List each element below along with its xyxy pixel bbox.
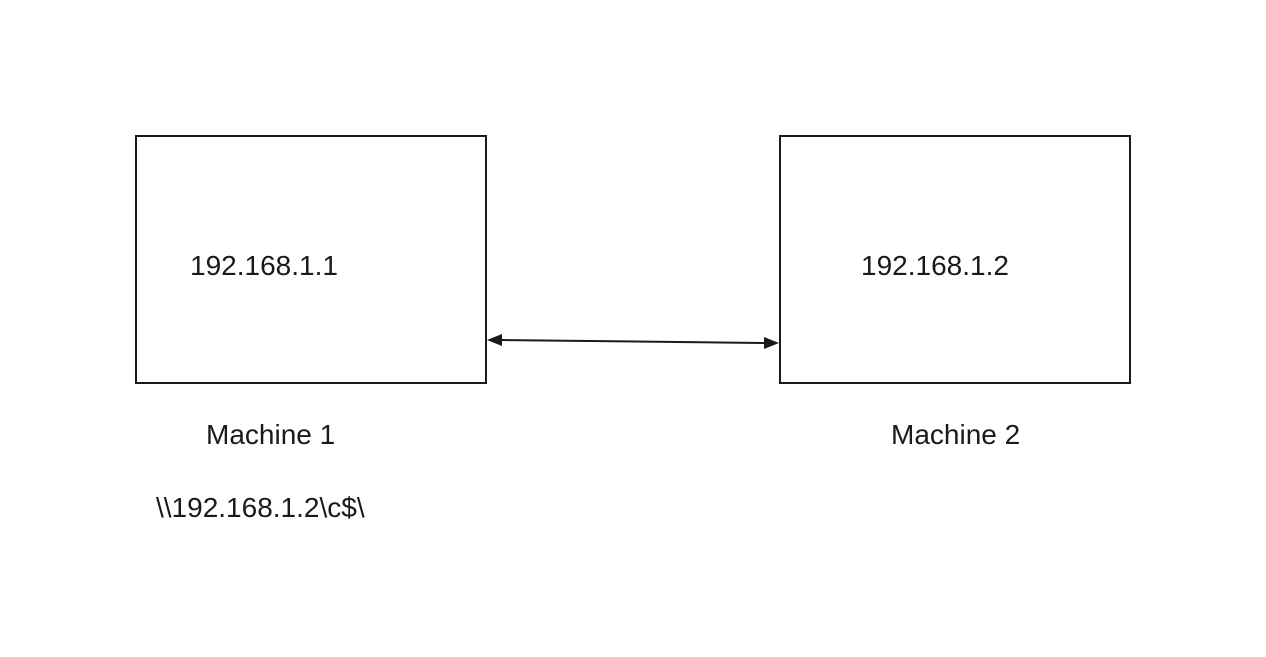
connection-line [498, 339, 768, 344]
machine-2-label: Machine 2 [891, 419, 1021, 450]
machine-2-ip: 192.168.1.2 [861, 250, 1009, 281]
machine-1-ip: 192.168.1.1 [190, 250, 338, 281]
arrowhead-right [764, 337, 779, 349]
machine-2-box [779, 135, 1131, 384]
machine-1-label: Machine 1 [206, 419, 336, 450]
machine-1-box [135, 135, 487, 384]
arrowhead-left [487, 334, 502, 346]
unc-share-path: \\192.168.1.2\c$\ [156, 492, 365, 523]
